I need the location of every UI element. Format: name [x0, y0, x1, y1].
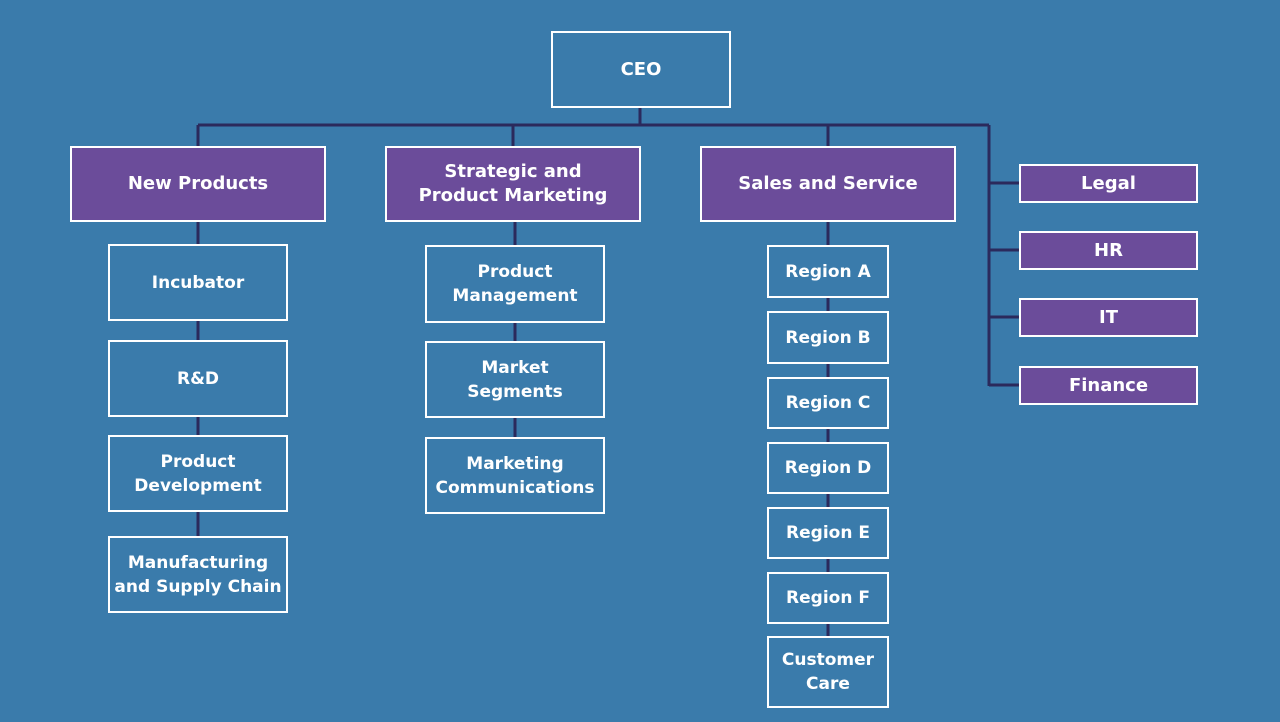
unit-customer-care-box: Customer Care: [767, 636, 889, 708]
unit-incubator-box: Incubator: [108, 244, 288, 321]
staff-finance-box: Finance: [1019, 366, 1198, 405]
unit-product-development-box: Product Development: [108, 435, 288, 512]
unit-region-d-box: Region D: [767, 442, 889, 494]
unit-manufacturing-supply-chain-box: Manufacturing and Supply Chain: [108, 536, 288, 613]
unit-region-a-box: Region A: [767, 245, 889, 298]
dept-strategic-product-marketing-box: Strategic and Product Marketing: [385, 146, 641, 222]
unit-region-b-box: Region B: [767, 311, 889, 364]
unit-product-management-box: Product Management: [425, 245, 605, 323]
unit-rnd-box: R&D: [108, 340, 288, 417]
unit-region-f-box: Region F: [767, 572, 889, 624]
dept-sales-and-service-box: Sales and Service: [700, 146, 956, 222]
dept-new-products-box: New Products: [70, 146, 326, 222]
staff-hr-box: HR: [1019, 231, 1198, 270]
unit-region-e-box: Region E: [767, 507, 889, 559]
unit-market-segments-box: Market Segments: [425, 341, 605, 418]
ceo-box: CEO: [551, 31, 731, 108]
staff-legal-box: Legal: [1019, 164, 1198, 203]
unit-marketing-communications-box: Marketing Communications: [425, 437, 605, 514]
staff-it-box: IT: [1019, 298, 1198, 337]
unit-region-c-box: Region C: [767, 377, 889, 429]
